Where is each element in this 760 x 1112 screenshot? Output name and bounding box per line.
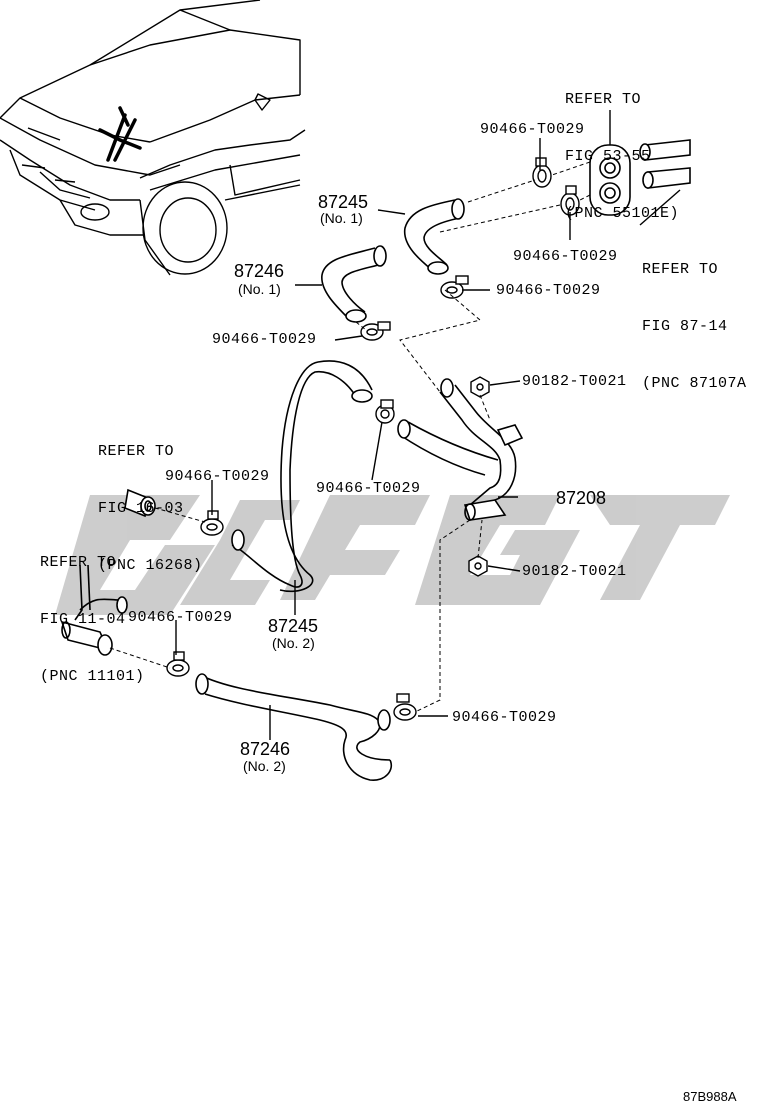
clamp-label: 90466-T0029 bbox=[128, 609, 233, 626]
water-nipple bbox=[124, 488, 156, 518]
ref-line: (PNC 55101E) bbox=[565, 205, 680, 222]
ref-engine: REFER TO FIG 11-04 (PNC 11101) bbox=[40, 515, 145, 705]
ref-line: FIG 87-14 bbox=[642, 318, 728, 335]
hose-87245-no2 bbox=[231, 360, 373, 593]
watermark bbox=[55, 495, 730, 615]
ref-line: REFER TO bbox=[642, 261, 719, 278]
part-number-87246-no2: 87246 bbox=[240, 739, 291, 759]
vehicle-hose-marker bbox=[98, 106, 142, 162]
ref-line: REFER TO bbox=[565, 91, 642, 108]
water-inlet-pipe bbox=[60, 564, 128, 656]
bolt-label: 90182-T0021 bbox=[522, 563, 627, 580]
part-number-87245-no1: 87245 bbox=[318, 192, 369, 212]
ref-line: REFER TO bbox=[40, 554, 117, 571]
bolt-label: 90182-T0021 bbox=[522, 373, 627, 390]
clamp-label: 90466-T0029 bbox=[165, 468, 270, 485]
pipe-87208 bbox=[397, 378, 524, 521]
clamp-label: 90466-T0029 bbox=[452, 709, 557, 726]
clamp-label: 90466-T0029 bbox=[316, 480, 421, 497]
illustration-code: 87B988A bbox=[683, 1089, 737, 1104]
part-number-87245-no2: 87245 bbox=[268, 616, 319, 636]
clamp-label: 90466-T0029 bbox=[212, 331, 317, 348]
ref-line: FIG 16-03 bbox=[98, 500, 184, 517]
vehicle-illustration bbox=[0, 0, 306, 276]
part-sub-87246-no2: (No. 2) bbox=[243, 758, 286, 774]
clamp-label: 90466-T0029 bbox=[496, 282, 601, 299]
part-sub-87245-no1: (No. 1) bbox=[320, 210, 363, 226]
ref-line: FIG 53-55 bbox=[565, 148, 651, 165]
ref-heater-unit: REFER TO FIG 53-55 (PNC 55101E) bbox=[565, 52, 679, 242]
ref-line: REFER TO bbox=[98, 443, 175, 460]
ref-line: (PNC 87107A bbox=[642, 375, 747, 392]
hose-clamps bbox=[166, 157, 580, 721]
ref-line: FIG 11-04 bbox=[40, 611, 126, 628]
ref-heater-hose: REFER TO FIG 87-14 (PNC 87107A bbox=[642, 222, 747, 412]
ref-water-inlet: REFER TO FIG 16-03 (PNC 16268) bbox=[98, 404, 203, 594]
heater-unit-fitting bbox=[589, 139, 691, 216]
clamp-label: 90466-T0029 bbox=[513, 248, 618, 265]
part-number-87208: 87208 bbox=[556, 488, 607, 508]
ref-line: (PNC 11101) bbox=[40, 668, 145, 685]
hose-87246-no1 bbox=[321, 245, 387, 323]
part-sub-87245-no2: (No. 2) bbox=[272, 635, 315, 651]
clamp-label: 90466-T0029 bbox=[480, 121, 585, 138]
part-sub-87246-no1: (No. 1) bbox=[238, 281, 281, 297]
hose-87245-no1 bbox=[404, 198, 465, 275]
part-number-87246-no1: 87246 bbox=[234, 261, 285, 281]
leader-lines bbox=[175, 110, 681, 740]
hose-87246-no2 bbox=[195, 673, 392, 781]
ref-line: (PNC 16268) bbox=[98, 557, 203, 574]
connection-lines bbox=[109, 161, 591, 713]
